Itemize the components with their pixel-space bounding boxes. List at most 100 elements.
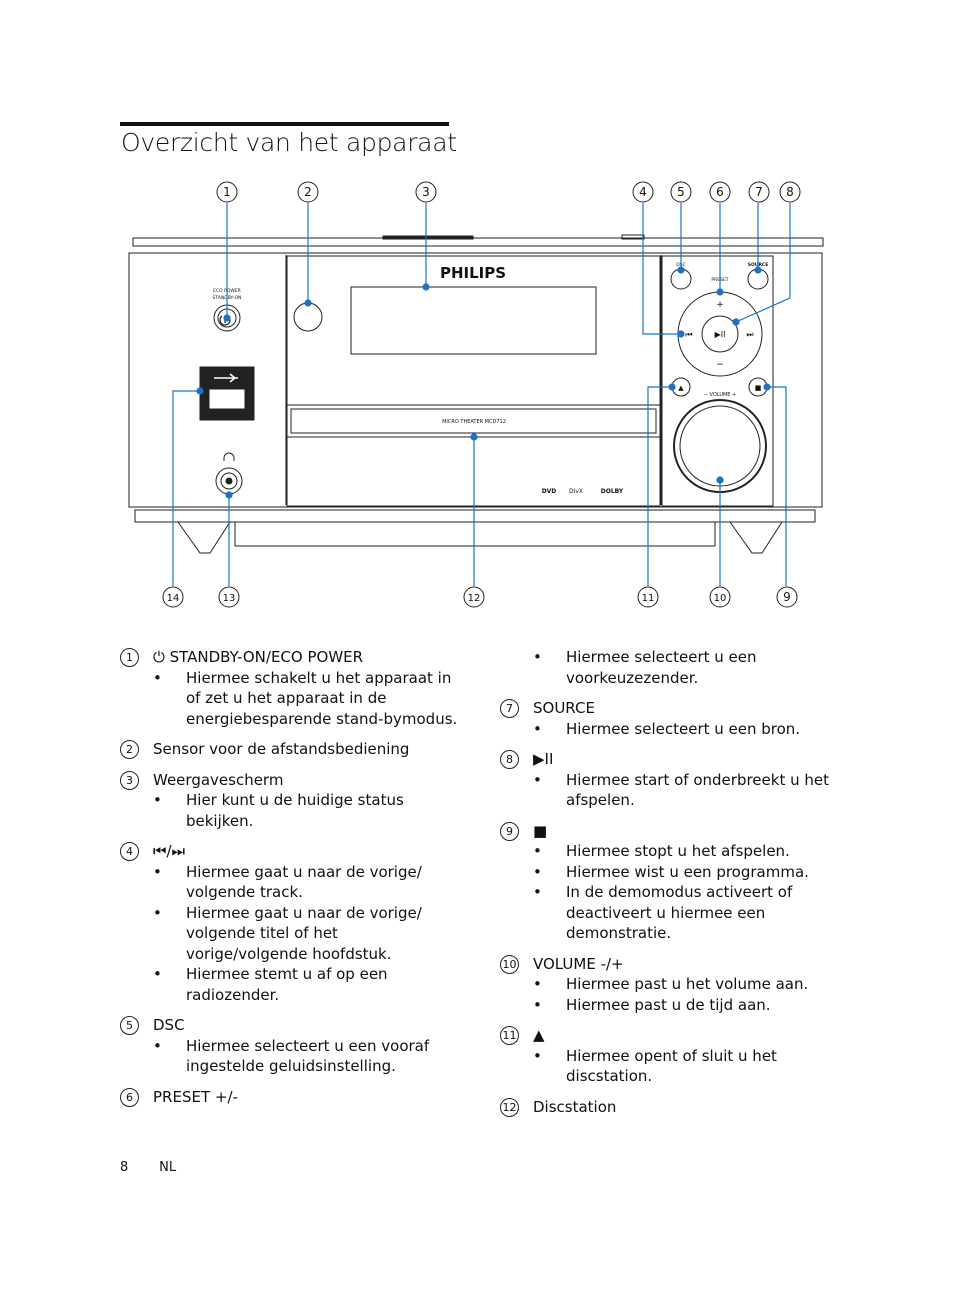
legend-bullet: Hiermee selecteert u een voorkeuzezender…: [533, 647, 830, 688]
legend-number: 7: [500, 699, 519, 718]
callout-14: 14: [162, 586, 184, 608]
display-screen: [350, 286, 597, 355]
device-diagram: PHILIPS MICRO THEATER MCD712 ECO POWER S…: [128, 181, 824, 608]
callout-2: 2: [297, 181, 319, 203]
svg-text:1: 1: [223, 185, 231, 199]
title-rule: [120, 122, 449, 126]
legend-item: 1 ⏻ STANDBY-ON/ECO POWER Hiermee schakelt …: [120, 647, 460, 729]
legend-bullet: Hiermee opent of sluit u het discstation…: [533, 1046, 830, 1087]
top-lip: [132, 237, 824, 247]
svg-text:DivX: DivX: [569, 488, 583, 495]
svg-text:11: 11: [642, 593, 655, 604]
legend-title: SOURCE: [533, 699, 595, 717]
legend-number: 11: [500, 1026, 519, 1045]
left-column: 1 ⏻ STANDBY-ON/ECO POWER Hiermee schakelt …: [120, 647, 460, 1117]
svg-text:DVD: DVD: [542, 488, 557, 495]
legend-item: Hiermee selecteert u een voorkeuzezender…: [500, 647, 830, 688]
legend-item: 9 ■Hiermee stopt u het afspelen.Hiermee w…: [500, 821, 830, 944]
svg-text:⏮: ⏮: [685, 330, 692, 339]
legend-title: ⏻ STANDBY-ON/ECO POWER: [153, 648, 364, 666]
svg-text:−: −: [716, 360, 724, 370]
legend-bullet: Hier kunt u de huidige status bekijken.: [153, 790, 460, 831]
legend-title: VOLUME -/+: [533, 954, 624, 973]
legend-item: 10 VOLUME -/+Hiermee past u het volume aa…: [500, 954, 830, 1016]
brand-logo: PHILIPS: [440, 264, 506, 282]
svg-text:■: ■: [755, 384, 762, 392]
legend-number: 12: [500, 1097, 519, 1117]
legend-item: 8 ▶II Hiermee start of onderbreekt u het a…: [500, 749, 830, 811]
legend-item: 6 PRESET +/-: [120, 1087, 460, 1108]
legend-title: Discstation: [533, 1097, 617, 1116]
legend-title: ■: [533, 821, 548, 840]
legend-number: 8: [500, 750, 519, 769]
legend-title: ▶II: [533, 750, 554, 768]
legend-item: 5 DSC Hiermee selecteert u een vooraf inge…: [120, 1015, 460, 1077]
legend-bullet: Hiermee start of onderbreekt u het afspe…: [533, 770, 830, 811]
legend-bullet: Hiermee past u het volume aan.: [533, 974, 830, 995]
legend-title: Weergavescherm: [153, 770, 284, 789]
svg-text:+: +: [716, 300, 724, 310]
svg-text:7: 7: [755, 185, 763, 199]
legend-item: 4 ⏮/⏭ Hiermee gaat u naar de vorige/ volge…: [120, 841, 460, 1005]
language-code: NL: [159, 1160, 177, 1175]
legend-item: 7 SOURCE Hiermee selecteert u een bron.: [500, 698, 830, 739]
svg-text:10: 10: [714, 593, 727, 604]
legend-number: 10: [500, 954, 519, 974]
legend-number: 5: [120, 1016, 139, 1035]
legend-number: 2: [120, 740, 139, 759]
legend-number: 1: [120, 648, 139, 667]
legend-number: 6: [120, 1087, 139, 1107]
svg-text:12: 12: [468, 593, 481, 604]
legend-bullet: In de demomodus activeert of deactiveert…: [533, 882, 830, 944]
legend-bullet: Hiermee selecteert u een vooraf ingestel…: [153, 1036, 460, 1077]
ir-sensor: [293, 302, 323, 332]
svg-text:▶II: ▶II: [715, 330, 726, 339]
svg-text:6: 6: [716, 185, 724, 199]
legend-bullet: Hiermee past u de tijd aan.: [533, 995, 830, 1016]
callout-9: 9: [776, 586, 798, 608]
legend-item: 12 Discstation: [500, 1097, 830, 1118]
legend-bullet: Hiermee selecteert u een bron.: [533, 719, 830, 740]
svg-text:DOLBY: DOLBY: [601, 488, 624, 495]
legend-number: 3: [120, 770, 139, 790]
callout-6: 6: [709, 181, 731, 203]
svg-text:▲: ▲: [678, 384, 684, 392]
legend-bullet: Hiermee wist u een programma.: [533, 862, 830, 883]
svg-text:9: 9: [783, 590, 791, 604]
legend-bullet: Hiermee schakelt u het apparaat in of ze…: [153, 668, 460, 730]
callout-13: 13: [218, 586, 240, 608]
legend-title: PRESET +/-: [153, 1087, 238, 1106]
svg-text:⏭: ⏭: [746, 330, 753, 339]
legend-number: 9: [500, 821, 519, 841]
svg-text:− VOLUME +: − VOLUME +: [704, 392, 737, 398]
page-footer: 8 NL: [120, 1160, 176, 1175]
svg-text:8: 8: [786, 185, 794, 199]
legend-title: Sensor voor de afstandsbediening: [153, 740, 410, 758]
model-label: MICRO THEATER MCD712: [442, 419, 506, 425]
page-title: Overzicht van het apparaat: [121, 128, 457, 157]
callout-11: 11: [637, 586, 659, 608]
svg-text:2: 2: [304, 185, 312, 199]
legend-bullet: Hiermee gaat u naar de vorige/ volgende …: [153, 862, 460, 903]
page-number: 8: [120, 1160, 129, 1175]
main-body: [128, 252, 823, 508]
legend-bullet: Hiermee gaat u naar de vorige/ volgende …: [153, 903, 460, 965]
legend-title: ⏮/⏭: [153, 842, 186, 860]
callout-3: 3: [415, 181, 437, 203]
legend-item: 2 Sensor voor de afstandsbediening: [120, 739, 460, 760]
callout-1: 1: [216, 181, 238, 203]
legend-title: DSC: [153, 1016, 185, 1034]
svg-text:14: 14: [167, 593, 180, 604]
legend-bullet: Hiermee stemt u af op een radiozender.: [153, 964, 460, 1005]
svg-text:5: 5: [677, 185, 685, 199]
callout-5: 5: [670, 181, 692, 203]
legend-bullet: Hiermee stopt u het afspelen.: [533, 841, 830, 862]
legend-title: ▲: [533, 1026, 545, 1044]
legend-number: 4: [120, 842, 139, 861]
legend-item: 3 WeergaveschermHier kunt u de huidige st…: [120, 770, 460, 832]
legend-item: 11 ▲ Hiermee opent of sluit u het discstat…: [500, 1025, 830, 1087]
callout-10: 10: [709, 586, 731, 608]
svg-text:3: 3: [422, 185, 430, 199]
callout-12: 12: [463, 586, 485, 608]
callout-8: 8: [779, 181, 801, 203]
